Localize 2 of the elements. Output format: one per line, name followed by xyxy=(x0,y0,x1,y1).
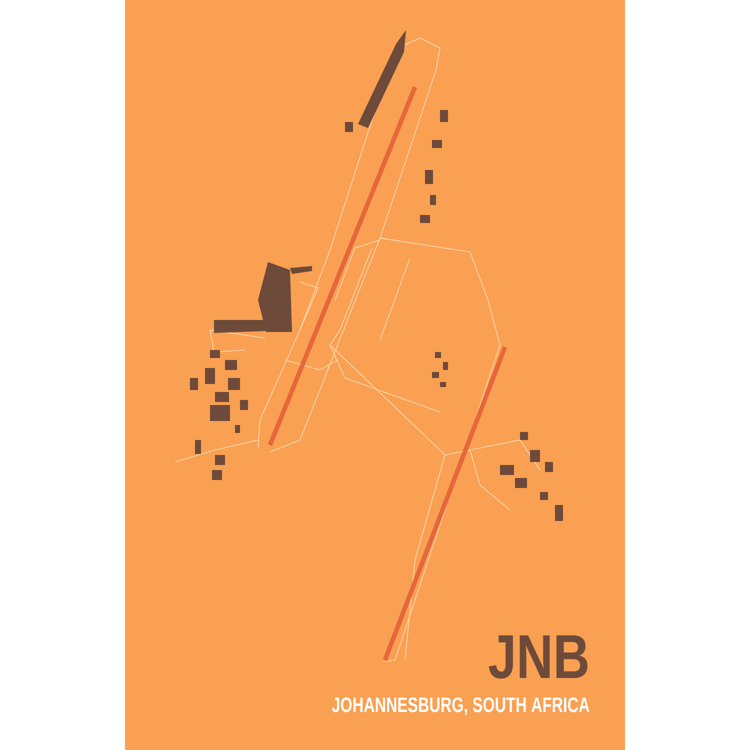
subtitle: JOHANNESBURG, SOUTH AFRICA xyxy=(332,697,590,716)
title: JNB xyxy=(488,635,588,679)
